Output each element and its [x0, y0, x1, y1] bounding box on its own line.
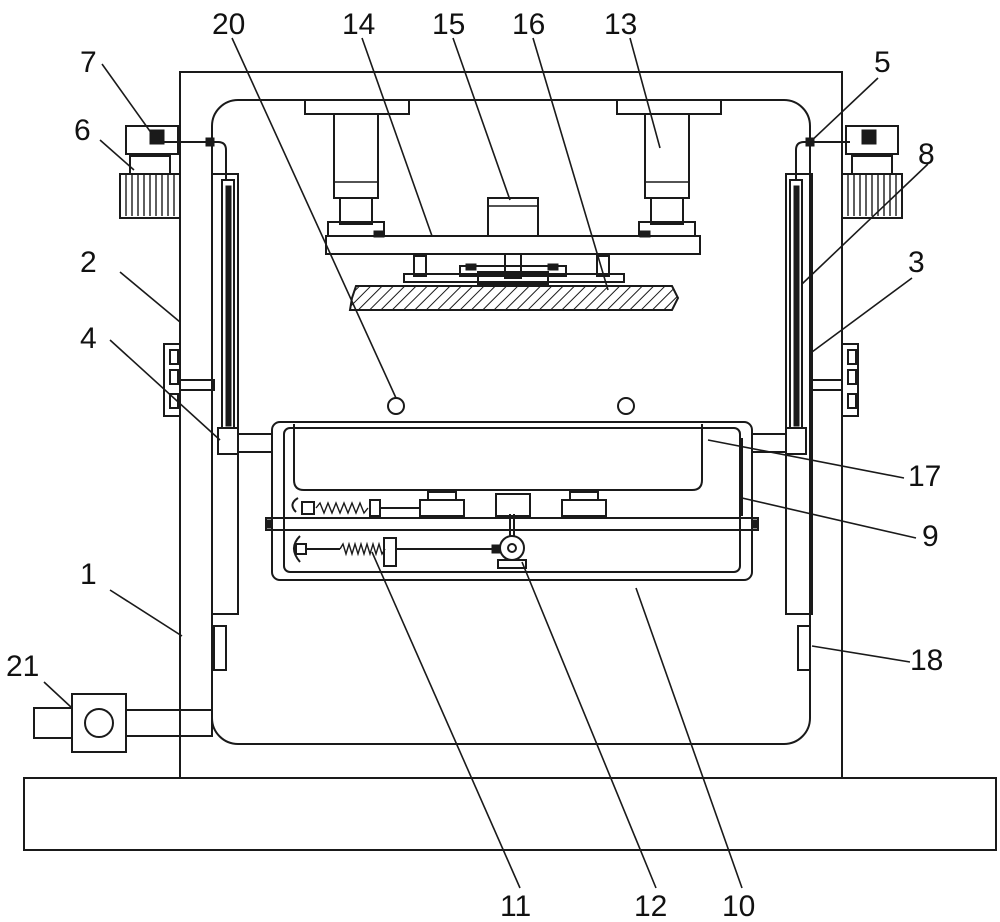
motor [487, 197, 539, 237]
label-12: 12 [634, 890, 667, 922]
label-3: 3 [908, 246, 925, 279]
label-15: 15 [432, 8, 465, 41]
cylinder-right [638, 113, 696, 237]
cable-right [795, 141, 850, 180]
leader-lines [43, 37, 929, 889]
label-1: 1 [80, 558, 97, 591]
left-slide-rail [211, 173, 239, 615]
label-18: 18 [910, 644, 943, 677]
label-20: 20 [212, 8, 245, 41]
workpiece [293, 424, 703, 491]
right-slide-rail [785, 173, 813, 615]
base-plate [23, 777, 997, 851]
label-8: 8 [918, 138, 935, 171]
rail-bar [265, 517, 759, 531]
tray-inner [283, 427, 741, 573]
label-6: 6 [74, 114, 91, 147]
clamp-lower [293, 535, 501, 567]
hole-left [387, 397, 405, 415]
clamp-upper [291, 491, 607, 517]
label-21: 21 [6, 650, 39, 683]
label-7: 7 [80, 46, 97, 79]
cable-left [164, 141, 227, 180]
label-9: 9 [922, 520, 939, 553]
bracket-right [811, 343, 859, 417]
label-10: 10 [722, 890, 755, 922]
tray-frame [271, 421, 753, 581]
valve [33, 693, 213, 753]
grinding-head [403, 255, 625, 285]
pulley-right [841, 125, 903, 219]
part-labels: 7 6 2 4 1 21 20 14 15 16 13 5 8 3 17 9 1… [6, 8, 943, 922]
drive-wheel [497, 514, 527, 569]
label-2: 2 [80, 246, 97, 279]
label-17: 17 [908, 460, 941, 493]
label-13: 13 [604, 8, 637, 41]
label-4: 4 [80, 322, 97, 355]
label-14: 14 [342, 8, 375, 41]
cylinder-left [327, 113, 385, 237]
slider-right [785, 427, 807, 455]
top-mount-left [304, 99, 410, 115]
outer-frame [179, 71, 843, 779]
slider-left [217, 427, 239, 455]
label-11: 11 [500, 890, 531, 922]
top-mount-right [616, 99, 722, 115]
pulley-left [119, 125, 181, 219]
limit-switch-right [797, 625, 811, 671]
hole-right [617, 397, 635, 415]
label-5: 5 [874, 46, 891, 79]
grinding-pad [348, 285, 680, 311]
lift-plate [325, 235, 701, 255]
bracket-left [163, 343, 215, 417]
label-16: 16 [512, 8, 545, 41]
limit-switch-left [213, 625, 227, 671]
